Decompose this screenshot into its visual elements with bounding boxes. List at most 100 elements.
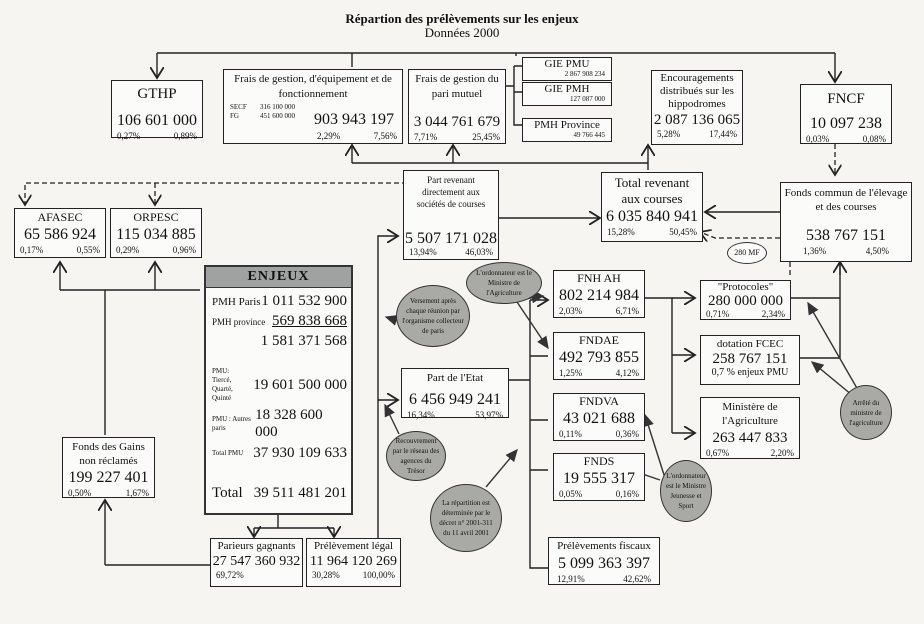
node-value: 3 044 761 679	[413, 114, 501, 130]
enjeux-value: 37 930 109 633	[253, 445, 347, 461]
node-label: GIE PMH	[544, 83, 590, 95]
node-label: GTHP	[137, 86, 177, 102]
node-frais-pari-mutuel: Frais de gestion du pari mutuel 3 044 76…	[408, 69, 506, 144]
enjeux-key: PMU: Tiercé, Quarté, Quinté	[212, 367, 233, 402]
node-parieurs-gagnants: Parieurs gagnants 27 547 360 932 69,72%	[210, 538, 303, 587]
node-value: 43 021 688	[563, 410, 635, 427]
node-value: 6 456 949 241	[409, 391, 501, 408]
node-pct-enjeux: 16,34%	[407, 410, 435, 420]
enjeux-key: Total	[212, 485, 243, 501]
note-recouvrement: Recouvrement par le réseau des agences d…	[386, 431, 446, 481]
enjeux-key: Total PMU	[212, 449, 244, 457]
node-label: Total revenant aux courses	[614, 175, 690, 206]
node-pct-enjeux: 5,28%	[657, 129, 681, 139]
node-pct-prelevement: 0,16%	[615, 489, 639, 499]
node-value: 199 227 401	[68, 469, 149, 486]
node-pct-enjeux: 0,27%	[117, 131, 141, 141]
node-note: 0,7 % enjeux PMU	[711, 367, 789, 378]
node-label: FNDVA	[579, 394, 619, 408]
node-pct-enjeux: 0,05%	[559, 489, 583, 499]
enjeux-value: 1 011 532 900	[261, 293, 347, 309]
node-orpesc: ORPESC 115 034 885 0,29%0,96%	[110, 208, 202, 258]
node-value: 11 964 120 269	[310, 554, 397, 569]
node-value: 903 943 197	[314, 111, 394, 128]
node-pmh-province: PMH Province 49 766 445	[522, 118, 612, 142]
node-ministere-agriculture: Ministère de l'Agriculture 263 447 833 0…	[700, 397, 800, 459]
node-frais-equipement: Frais de gestion, d'équipement et de fon…	[223, 69, 403, 144]
node-label: FNDAE	[578, 333, 619, 347]
diagram-subtitle: Données 2000	[424, 25, 500, 40]
node-pct-prelevement: 100,00%	[362, 570, 395, 580]
node-gthp: GTHP 106 601 000 0,27%0,89%	[111, 80, 203, 141]
node-value: 5 507 171 028	[405, 230, 497, 247]
node-prelevement-legal: Prélèvement légal 11 964 120 269 30,28%1…	[306, 538, 401, 587]
node-pct-prelevement: 53,97%	[475, 410, 503, 420]
node-label: PMH Province	[534, 119, 600, 131]
node-label: Frais de gestion, d'équipement et de fon…	[234, 73, 392, 100]
enjeux-value: 1 581 371 568	[260, 333, 347, 349]
enjeux-row: PMH province 569 838 668	[212, 313, 347, 330]
node-pct-enjeux: 1,25%	[559, 368, 583, 378]
node-pct-enjeux: 0,50%	[68, 488, 92, 498]
node-label: Parieurs gagnants	[217, 540, 296, 552]
node-pct-prelevement: 17,44%	[709, 129, 737, 139]
node-value: 10 097 238	[810, 115, 882, 132]
node-pct-prelevement: 4,50%	[865, 246, 889, 256]
node-value: 5 099 363 397	[558, 555, 650, 572]
node-pct-enjeux: 12,91%	[557, 574, 585, 584]
node-label: FNCF	[827, 91, 865, 107]
node-pct-prelevement: 25,45%	[472, 132, 500, 142]
node-pct-enjeux: 0,67%	[706, 448, 730, 458]
node-value: 106 601 000	[117, 112, 197, 129]
node-label: Ministère de l'Agriculture	[722, 401, 778, 427]
node-value: 65 586 924	[24, 226, 96, 243]
enjeux-row: Total PMU 37 930 109 633	[212, 445, 347, 462]
node-label: Prélèvement légal	[313, 540, 394, 552]
node-pct-enjeux: 0,11%	[559, 429, 582, 439]
node-label: Fonds commun de l'élevage et des courses	[784, 187, 908, 213]
node-value: 538 767 151	[806, 227, 886, 244]
note-versement: Versement après chaque réunion par l'org…	[396, 285, 470, 347]
note-ordonnateur-agriculture: L'ordonnateur est le Ministre de l'Agric…	[466, 262, 542, 304]
node-value: 49 766 445	[573, 131, 606, 139]
node-label: Frais de gestion du pari mutuel	[415, 73, 499, 100]
node-fnh-ah: FNH AH 802 214 984 2,03%6,71%	[553, 270, 645, 318]
detail-name: FG	[230, 112, 239, 120]
enjeux-key: PMH Paris	[212, 295, 261, 308]
note-ordonnateur-jeunesse: L'ordonnateur est le Ministre Jeunesse e…	[660, 460, 712, 522]
node-label: "Protocoles"	[717, 281, 774, 293]
node-value: 19 555 317	[563, 470, 635, 487]
node-pct-enjeux: 1,36%	[803, 246, 827, 256]
enjeux-key: PMU : Autres paris	[212, 415, 251, 432]
node-fnds: FNDS 19 555 317 0,05% 0,16%	[553, 453, 645, 501]
diagram-title: Répartion des prélèvements sur les enjeu…	[345, 11, 579, 26]
node-pct-prelevement: 0,55%	[76, 245, 100, 255]
node-pct-prelevement: 2,20%	[770, 448, 794, 458]
node-pct-enjeux: 69,72%	[216, 570, 244, 580]
node-label: dotation FCEC	[716, 338, 784, 350]
node-pct-prelevement: 50,45%	[669, 227, 697, 237]
node-prelevements-fiscaux: Prélèvements fiscaux 5 099 363 397 12,91…	[548, 537, 660, 585]
enjeux-value: 569 838 668	[272, 313, 347, 329]
node-pct-enjeux: 13,94%	[409, 247, 437, 257]
node-label: ORPESC	[133, 210, 179, 224]
node-fonds-commun: Fonds commun de l'élevage et des courses…	[780, 182, 912, 262]
node-pct-prelevement: 1,67%	[125, 488, 149, 498]
node-pct-prelevement: 0,08%	[862, 134, 886, 144]
node-value: 27 547 360 932	[212, 554, 301, 569]
enjeux-key: PMH province	[212, 316, 266, 327]
node-value: 2 867 908 234	[564, 70, 605, 78]
node-pct-prelevement: 2,34%	[761, 309, 785, 319]
node-pct-enjeux: 0,29%	[116, 245, 140, 255]
node-label: FNDS	[583, 454, 615, 468]
node-gie-pmu: GIE PMU 2 867 908 234	[522, 57, 612, 81]
node-value: 280 000 000	[708, 293, 783, 309]
node-pct-prelevement: 46,03%	[465, 247, 493, 257]
node-pct-enjeux: 7,71%	[414, 132, 438, 142]
node-pct-enjeux: 0,71%	[706, 309, 730, 319]
